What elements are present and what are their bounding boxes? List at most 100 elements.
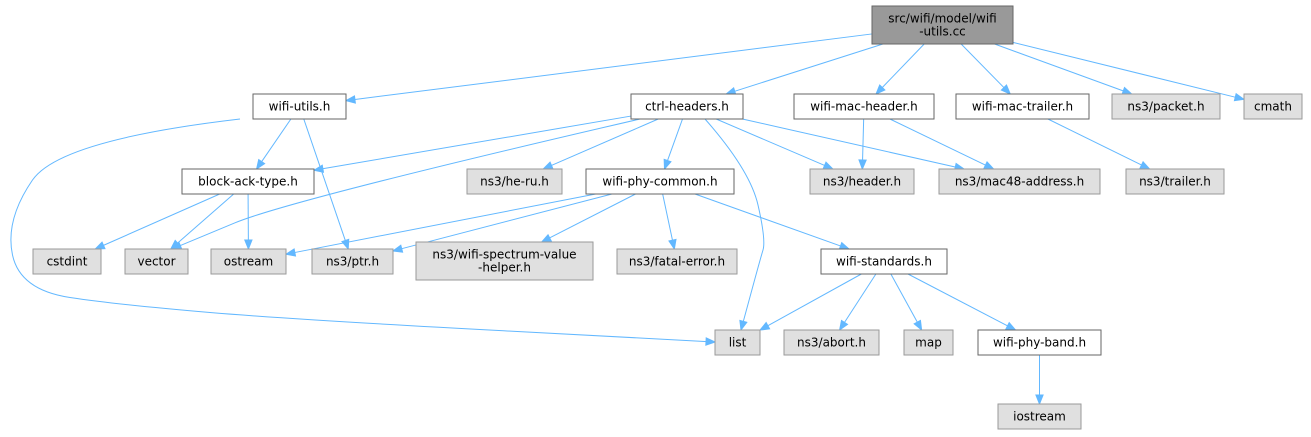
- node-box[interactable]: [585, 168, 735, 195]
- node-wifi-mac-trailer-h[interactable]: wifi-mac-trailer.h: [955, 93, 1090, 120]
- node-root[interactable]: src/wifi/model/wifi-utils.cc: [871, 5, 1014, 45]
- edge-root-to-cmath: [1012, 41, 1246, 102]
- node-label: cstdint: [47, 255, 88, 269]
- node-box: [466, 168, 563, 195]
- edge-root-to-wifi-utils-h: [344, 33, 873, 104]
- node-box: [415, 241, 594, 281]
- node-box: [903, 329, 954, 356]
- edge-wifi-mac-trailer-h-to-ns3-trailer-h-line: [1047, 118, 1143, 166]
- node-label: vector: [137, 255, 175, 269]
- edge-wifi-phy-common-h-to-ns3-ptr-h: [391, 193, 613, 253]
- edge-wifi-mac-header-h-to-ns3-mac48-address-h-arrowhead: [983, 160, 995, 170]
- node-wifi-phy-common-h[interactable]: wifi-phy-common.h: [585, 168, 735, 195]
- node-label: ns3/trailer.h: [1139, 175, 1211, 189]
- edge-wifi-phy-common-h-to-ns3-fatal-error-h-line: [662, 193, 674, 242]
- edge-wifi-phy-common-h-to-ns3-ptr-h-line: [400, 193, 613, 250]
- node-label: list: [729, 336, 747, 350]
- edge-root-to-cmath-line: [1012, 41, 1237, 98]
- node-block-ack-type-h[interactable]: block-ack-type.h: [181, 168, 315, 195]
- node-ostream: ostream: [210, 248, 287, 275]
- edge-wifi-phy-common-h-to-wifi-standards-h: [694, 193, 851, 250]
- edge-wifi-mac-header-h-to-ns3-mac48-address-h: [889, 118, 995, 170]
- node-box: [714, 329, 761, 356]
- edge-root-to-cmath-arrowhead: [1233, 92, 1246, 102]
- edge-block-ack-type-h-to-vector: [169, 193, 235, 250]
- edge-wifi-phy-common-h-to-ns3-fatal-error-h-arrowhead: [668, 238, 677, 251]
- node-box[interactable]: [955, 93, 1090, 120]
- edge-root-to-wifi-utils-h-line: [353, 33, 873, 101]
- edge-wifi-utils-h-to-list: [10, 118, 717, 346]
- edge-ctrl-headers-h-to-list: [704, 118, 765, 332]
- node-wifi-phy-band-h[interactable]: wifi-phy-band.h: [977, 329, 1102, 356]
- node-label: block-ack-type.h: [198, 175, 298, 189]
- edge-wifi-utils-h-to-block-ack-type-h-arrowhead: [255, 158, 266, 171]
- node-ns3-header-h: ns3/header.h: [809, 168, 915, 195]
- node-box: [1243, 93, 1303, 120]
- node-box[interactable]: [977, 329, 1102, 356]
- node-label: ns3/wifi-spectrum-value: [432, 248, 576, 262]
- edge-root-to-wifi-mac-header-h-arrowhead: [875, 84, 886, 95]
- node-vector: vector: [124, 248, 189, 275]
- node-ctrl-headers-h[interactable]: ctrl-headers.h: [630, 93, 744, 120]
- node-label: ns3/mac48-address.h: [955, 175, 1084, 189]
- node-box: [1125, 168, 1225, 195]
- node-ns3-mac48-address-h: ns3/mac48-address.h: [938, 168, 1101, 195]
- edge-ctrl-headers-h-to-ns3-header-h-line: [715, 118, 826, 167]
- edge-wifi-phy-common-h-to-ns3-wifi-spectrum-value-helper-h-line: [548, 193, 636, 239]
- node-wifi-standards-h[interactable]: wifi-standards.h: [820, 248, 948, 275]
- edge-wifi-standards-h-to-wifi-phy-band-h-line: [907, 273, 1009, 327]
- edge-root-to-wifi-mac-trailer-h: [960, 43, 1012, 95]
- node-label: map: [915, 336, 942, 350]
- node-map: map: [903, 329, 954, 356]
- edge-wifi-phy-common-h-to-wifi-standards-h-arrowhead: [838, 241, 851, 250]
- node-box: [809, 168, 915, 195]
- node-ns3-fatal-error-h: ns3/fatal-error.h: [616, 248, 738, 275]
- node-box: [124, 248, 189, 275]
- node-box[interactable]: [871, 5, 1014, 45]
- node-box[interactable]: [630, 93, 744, 120]
- edge-ctrl-headers-h-to-wifi-phy-common-h-arrowhead: [663, 158, 672, 171]
- node-box[interactable]: [252, 93, 347, 120]
- node-box[interactable]: [820, 248, 948, 275]
- node-label: ns3/header.h: [823, 175, 901, 189]
- edge-ctrl-headers-h-to-wifi-phy-common-h-line: [666, 118, 683, 162]
- edge-wifi-phy-common-h-to-ostream-arrowhead: [284, 248, 297, 257]
- edge-ctrl-headers-h-to-block-ack-type-h-line: [321, 115, 632, 170]
- edge-root-to-wifi-utils-h-arrowhead: [344, 95, 356, 104]
- edge-wifi-phy-common-h-to-ns3-wifi-spectrum-value-helper-h-arrowhead: [540, 233, 553, 243]
- node-ns3-wifi-spectrum-value-helper-h: ns3/wifi-spectrum-value-helper.h: [415, 241, 594, 281]
- edge-ctrl-headers-h-to-block-ack-type-h-arrowhead: [312, 164, 325, 173]
- edge-wifi-standards-h-to-ns3-abort-h: [838, 273, 877, 332]
- edge-root-to-ns3-packet-h-line: [994, 43, 1125, 92]
- edge-wifi-phy-common-h-to-ns3-ptr-h-arrowhead: [391, 244, 404, 253]
- edge-block-ack-type-h-to-vector-arrowhead: [169, 239, 181, 250]
- edge-ctrl-headers-h-to-list-arrowhead: [739, 319, 748, 332]
- nodes-layer: src/wifi/model/wifi-utils.cc wifi-utils.h…: [32, 5, 1303, 430]
- edge-block-ack-type-h-to-ostream: [244, 193, 253, 251]
- edge-wifi-phy-common-h-to-ostream: [284, 193, 596, 257]
- edge-wifi-utils-h-to-ns3-ptr-h-arrowhead: [341, 238, 350, 251]
- node-box[interactable]: [181, 168, 315, 195]
- node-wifi-utils-h[interactable]: wifi-utils.h: [252, 93, 347, 120]
- edge-wifi-utils-h-to-list-arrowhead: [705, 337, 717, 346]
- edge-wifi-phy-common-h-to-ostream-line: [293, 193, 596, 254]
- edge-wifi-standards-h-to-list-arrowhead: [758, 321, 771, 331]
- node-list: list: [714, 329, 761, 356]
- edge-wifi-standards-h-to-ns3-abort-h-arrowhead: [838, 319, 849, 332]
- edge-ctrl-headers-h-to-ns3-he-ru-h: [542, 118, 659, 170]
- node-box[interactable]: [793, 93, 935, 120]
- node-wifi-mac-header-h[interactable]: wifi-mac-header.h: [793, 93, 935, 120]
- edge-wifi-standards-h-to-list: [758, 273, 862, 331]
- node-box: [210, 248, 287, 275]
- node-box: [32, 248, 102, 275]
- node-box: [783, 329, 880, 356]
- edge-wifi-mac-trailer-h-to-ns3-trailer-h: [1047, 118, 1151, 170]
- node-ns3-trailer-h: ns3/trailer.h: [1125, 168, 1225, 195]
- node-label: ctrl-headers.h: [645, 100, 729, 114]
- edge-wifi-phy-band-h-to-iostream: [1035, 355, 1044, 406]
- edge-block-ack-type-h-to-ostream-arrowhead: [244, 239, 253, 251]
- node-box: [938, 168, 1101, 195]
- edge-wifi-phy-common-h-to-wifi-standards-h-line: [694, 193, 842, 247]
- edge-wifi-mac-header-h-to-ns3-header-h-arrowhead: [858, 159, 867, 171]
- edges-layer: [10, 33, 1246, 406]
